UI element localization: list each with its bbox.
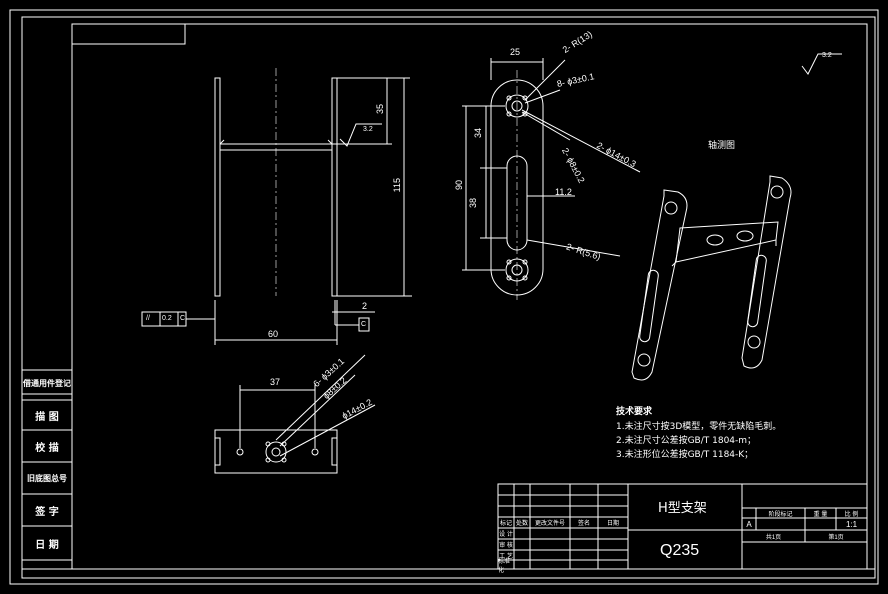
- side-view: [462, 58, 641, 300]
- sheet-number: 第1页: [828, 534, 844, 541]
- side-signature: 签 字: [35, 506, 59, 518]
- dim-11-2: 11.2: [555, 187, 572, 197]
- front-view: [141, 68, 412, 345]
- tech-line-2: 2.未注尺寸公差按GB/T 1804-m；: [616, 436, 757, 446]
- isometric-view: [631, 175, 792, 381]
- dim-60: 60: [268, 329, 279, 339]
- sheet-count: 共1页: [765, 534, 782, 541]
- side-trace: 描 图: [35, 411, 59, 423]
- tb-tech: 工 艺: [499, 553, 513, 560]
- dim-37: 37: [270, 377, 281, 387]
- stage-label: 阶段标记: [768, 511, 793, 518]
- iso-title: 轴测图: [708, 141, 736, 151]
- tech-line-1: 1.未注尺寸按3D模型，零件无缺陷毛刺。: [616, 422, 782, 432]
- dim-90: 90: [454, 180, 464, 191]
- roughness-global-value: 3.2: [822, 52, 832, 59]
- tb-design: 设 计: [499, 532, 513, 538]
- dim-35: 35: [375, 104, 385, 115]
- scale-label: 比 例: [844, 511, 859, 518]
- part-name: H型支架: [658, 501, 707, 516]
- dim-2: 2: [362, 301, 368, 311]
- dim-25: 25: [510, 47, 521, 57]
- dim-34: 34: [473, 128, 483, 139]
- top-view: [214, 354, 376, 474]
- roughness-global: [801, 53, 842, 75]
- tb-check: 审 核: [499, 543, 513, 549]
- outer-border: [9, 9, 879, 585]
- title-block-lines: [497, 483, 868, 570]
- corner-box: [71, 23, 186, 45]
- tech-title: 技术要求: [616, 407, 653, 417]
- stage-value: A: [746, 519, 752, 529]
- tb-sign: 签名: [577, 521, 590, 527]
- tb-mark: 标记: [499, 521, 512, 527]
- scale-value: 1:1: [845, 519, 858, 529]
- dim-115: 115: [392, 178, 402, 193]
- tolerance-symbol: //: [146, 315, 150, 322]
- datum-c: C: [361, 321, 367, 328]
- tb-date: 日期: [606, 521, 619, 527]
- tech-line-3: 3.未注形位公差按GB/T 1184-K；: [616, 450, 754, 460]
- side-date: 日 期: [35, 539, 59, 551]
- tb-change-doc: 更改文件号: [534, 521, 565, 527]
- side-strip: [22, 369, 72, 561]
- tb-std: 标准化: [498, 558, 511, 574]
- tb-count: 处数: [515, 521, 528, 527]
- tolerance-value: 0.2: [162, 315, 172, 322]
- side-proofread: 校 描: [35, 442, 59, 454]
- roughness-local: 3.2: [363, 126, 373, 133]
- side-register: 借通用件登记: [23, 377, 71, 388]
- weight-label: 重 量: [813, 511, 828, 518]
- dim-38: 38: [468, 198, 478, 209]
- inner-border: [21, 16, 876, 579]
- material: Q235: [660, 542, 700, 559]
- tolerance-datum: C: [180, 315, 186, 322]
- side-old-number: 旧底图总号: [27, 472, 67, 483]
